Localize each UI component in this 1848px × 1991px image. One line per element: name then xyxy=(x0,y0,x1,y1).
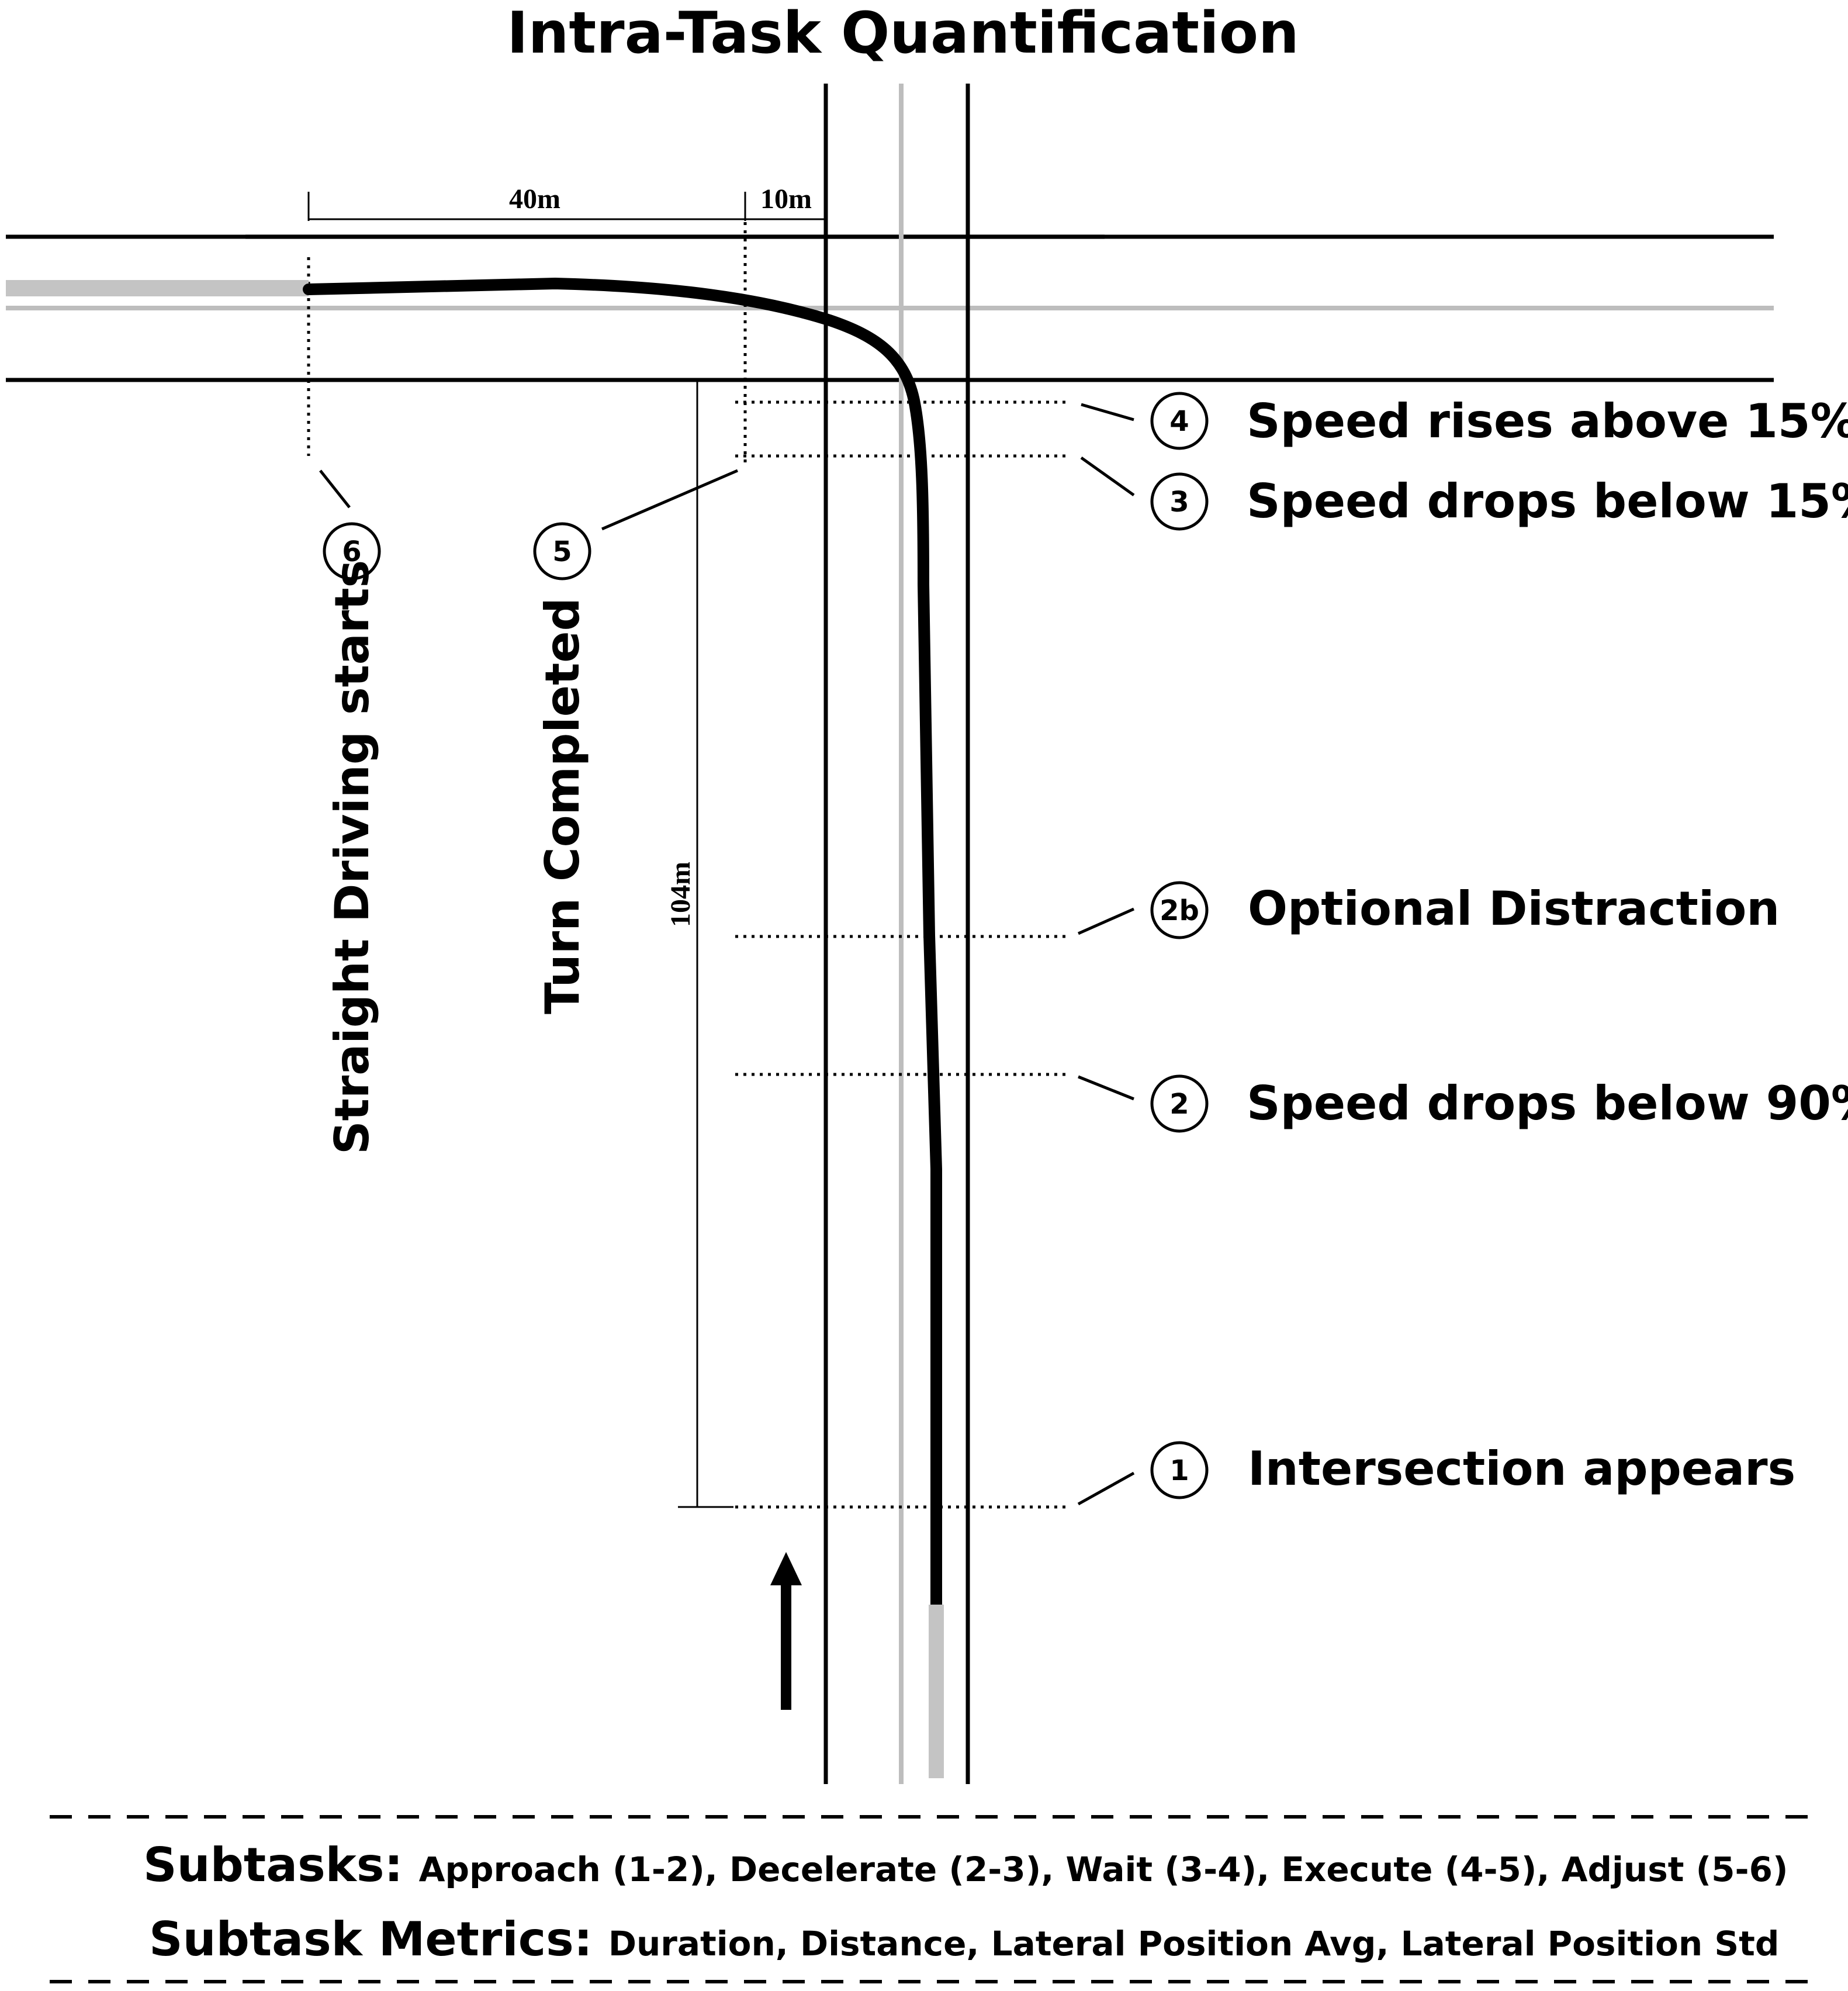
metrics-text: Duration, Distance, Lateral Position Avg… xyxy=(608,1924,1780,1964)
event-6: 6 Straight Driving starts xyxy=(319,469,381,1154)
dimension-vertical: 104m xyxy=(665,380,733,1508)
driving-direction-arrow xyxy=(770,1552,802,1710)
event-2b: 2b Optional Distraction xyxy=(1077,881,1780,939)
diagram-title: Intra-Task Quantification xyxy=(507,0,1299,67)
event-2b-label: Optional Distraction xyxy=(1248,882,1780,936)
event-2-badge xyxy=(1150,1074,1209,1133)
event-2b-badge xyxy=(1150,881,1209,939)
event-1-badge xyxy=(1150,1441,1209,1499)
metrics-heading: Subtask Metrics: xyxy=(149,1912,593,1966)
event-1: 1 Intersection appears xyxy=(1077,1441,1795,1506)
event-2-label: Speed drops below 90% xyxy=(1247,1076,1848,1131)
event-3-badge xyxy=(1150,472,1209,531)
event-3: 3 Speed drops below 15% xyxy=(1080,456,1848,531)
event-4: 4 Speed rises above 15% xyxy=(1081,392,1848,450)
event-5-badge xyxy=(533,522,591,580)
svg-text:5: 5 xyxy=(552,535,572,568)
event-4-label: Speed rises above 15% xyxy=(1247,394,1848,448)
dimension-104m-label: 104m xyxy=(665,862,696,927)
vehicle-trajectory xyxy=(6,278,944,1778)
footer: Subtasks: Approach (1-2), Decelerate (2-… xyxy=(50,1815,1823,1983)
dimension-horizontal: 40m 10m xyxy=(307,184,827,221)
event-5: 5 Turn Completed xyxy=(533,469,738,1014)
trajectory-path xyxy=(303,278,942,1610)
dimension-10m-label: 10m xyxy=(760,184,812,215)
event-5-label: Turn Completed xyxy=(535,597,590,1014)
metrics-line: Subtask Metrics: Duration, Distance, Lat… xyxy=(149,1912,1779,1966)
svg-text:6: 6 xyxy=(342,535,361,568)
svg-text:2b: 2b xyxy=(1160,894,1199,927)
dimension-40m-label: 40m xyxy=(509,184,560,215)
event-1-label: Intersection appears xyxy=(1248,1442,1795,1496)
subtasks-heading: Subtasks: xyxy=(143,1838,403,1892)
subtasks-line: Subtasks: Approach (1-2), Decelerate (2-… xyxy=(143,1838,1788,1892)
svg-text:3: 3 xyxy=(1169,486,1189,519)
event-3-label: Speed drops below 15% xyxy=(1247,474,1848,528)
subtasks-text: Approach (1-2), Decelerate (2-3), Wait (… xyxy=(419,1850,1788,1889)
svg-text:2: 2 xyxy=(1169,1088,1189,1121)
event-4-badge xyxy=(1150,392,1209,450)
svg-text:4: 4 xyxy=(1169,405,1189,438)
event-2: 2 Speed drops below 90% xyxy=(1078,1074,1848,1133)
event-6-label: Straight Driving starts xyxy=(325,560,379,1154)
event-marker-lines xyxy=(735,400,1070,1509)
svg-text:1: 1 xyxy=(1169,1454,1189,1487)
event-6-badge xyxy=(323,522,381,580)
